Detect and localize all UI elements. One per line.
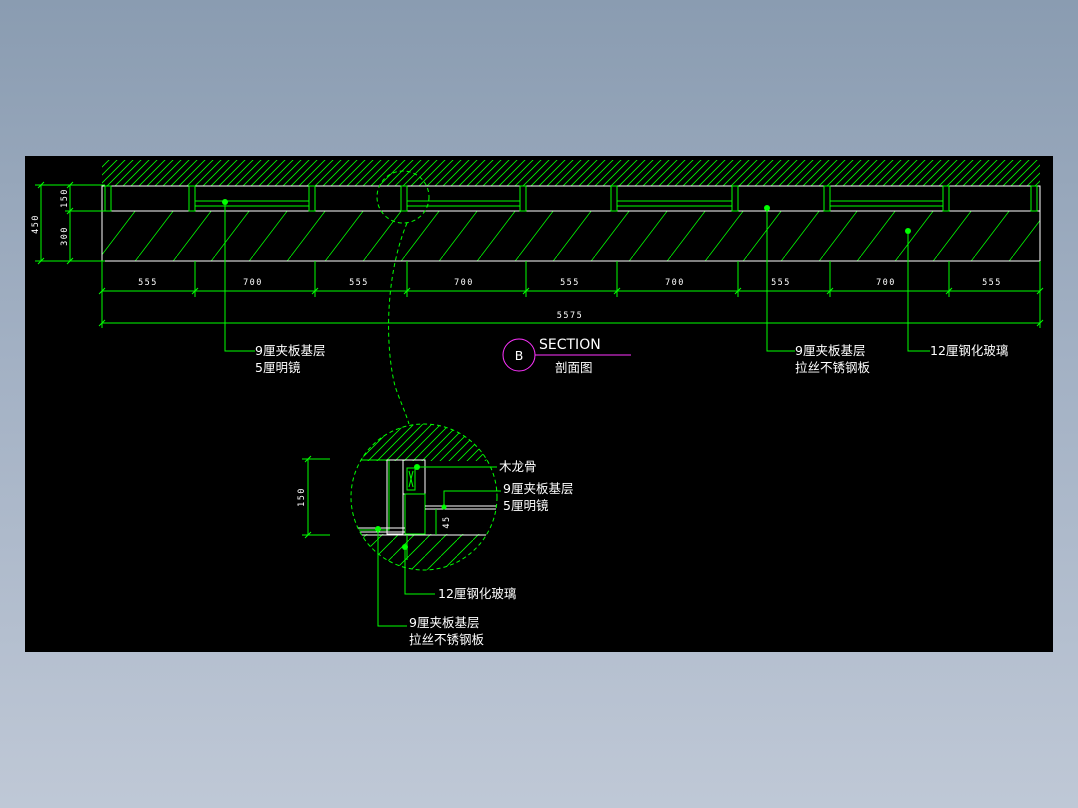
section-subtitle: 剖面图 [555, 360, 593, 375]
detail-enlargement: 150 45 木龙骨 9厘夹板基层 5厘明镜 12厘钢化玻璃 9厘夹板基层 拉丝… [297, 423, 573, 647]
dim-height-top: 150 [60, 188, 70, 208]
detail-callout-circle [376, 170, 430, 224]
height-dimensions: 450 150 300 [31, 181, 105, 265]
section-title: SECTION [539, 337, 601, 353]
dim-bay-3: 555 [349, 278, 369, 288]
detail-dim-height: 150 [297, 487, 307, 507]
section-marker: B SECTION 剖面图 [502, 337, 631, 375]
detail-label-mirror-2: 5厘明镜 [503, 498, 549, 513]
dim-height-total: 450 [31, 214, 41, 234]
dim-bay-2: 700 [243, 278, 263, 288]
width-dimensions: 555 700 555 700 555 700 555 700 555 5575 [98, 261, 1044, 328]
dim-bay-1: 555 [138, 278, 158, 288]
leader-glass: 12厘钢化玻璃 [905, 228, 1008, 358]
detail-label-steel-1: 9厘夹板基层 [409, 615, 479, 630]
label-steel-line2: 拉丝不锈钢板 [795, 360, 871, 375]
dim-height-bottom: 300 [60, 226, 70, 246]
dim-total-width: 5575 [557, 311, 583, 321]
detail-label-steel-2: 拉丝不锈钢板 [409, 632, 485, 647]
dim-bay-8: 700 [876, 278, 896, 288]
dim-bay-5: 555 [560, 278, 580, 288]
leader-steel: 9厘夹板基层 拉丝不锈钢板 [764, 205, 871, 375]
bay-dividers [104, 185, 1038, 212]
dim-bay-9: 555 [982, 278, 1002, 288]
cad-drawing-canvas[interactable]: 450 150 300 555 700 555 700 555 700 555 … [25, 156, 1053, 652]
dim-bay-7: 555 [771, 278, 791, 288]
dim-bay-6: 700 [665, 278, 685, 288]
label-mirror-line2: 5厘明镜 [255, 360, 301, 375]
section-marker-letter: B [515, 348, 524, 363]
ceiling-section [101, 160, 1041, 262]
detail-label-mirror-1: 9厘夹板基层 [503, 481, 573, 496]
detail-connector [388, 222, 410, 425]
label-steel-line1: 9厘夹板基层 [795, 343, 865, 358]
dim-bay-4: 700 [454, 278, 474, 288]
detail-dim-offset: 45 [442, 515, 452, 528]
detail-label-keel: 木龙骨 [499, 459, 537, 474]
label-mirror-line1: 9厘夹板基层 [255, 343, 325, 358]
leader-mirror: 9厘夹板基层 5厘明镜 [222, 199, 325, 375]
mirror-panels [194, 200, 944, 207]
label-glass: 12厘钢化玻璃 [930, 343, 1008, 358]
detail-label-glass: 12厘钢化玻璃 [438, 586, 516, 601]
